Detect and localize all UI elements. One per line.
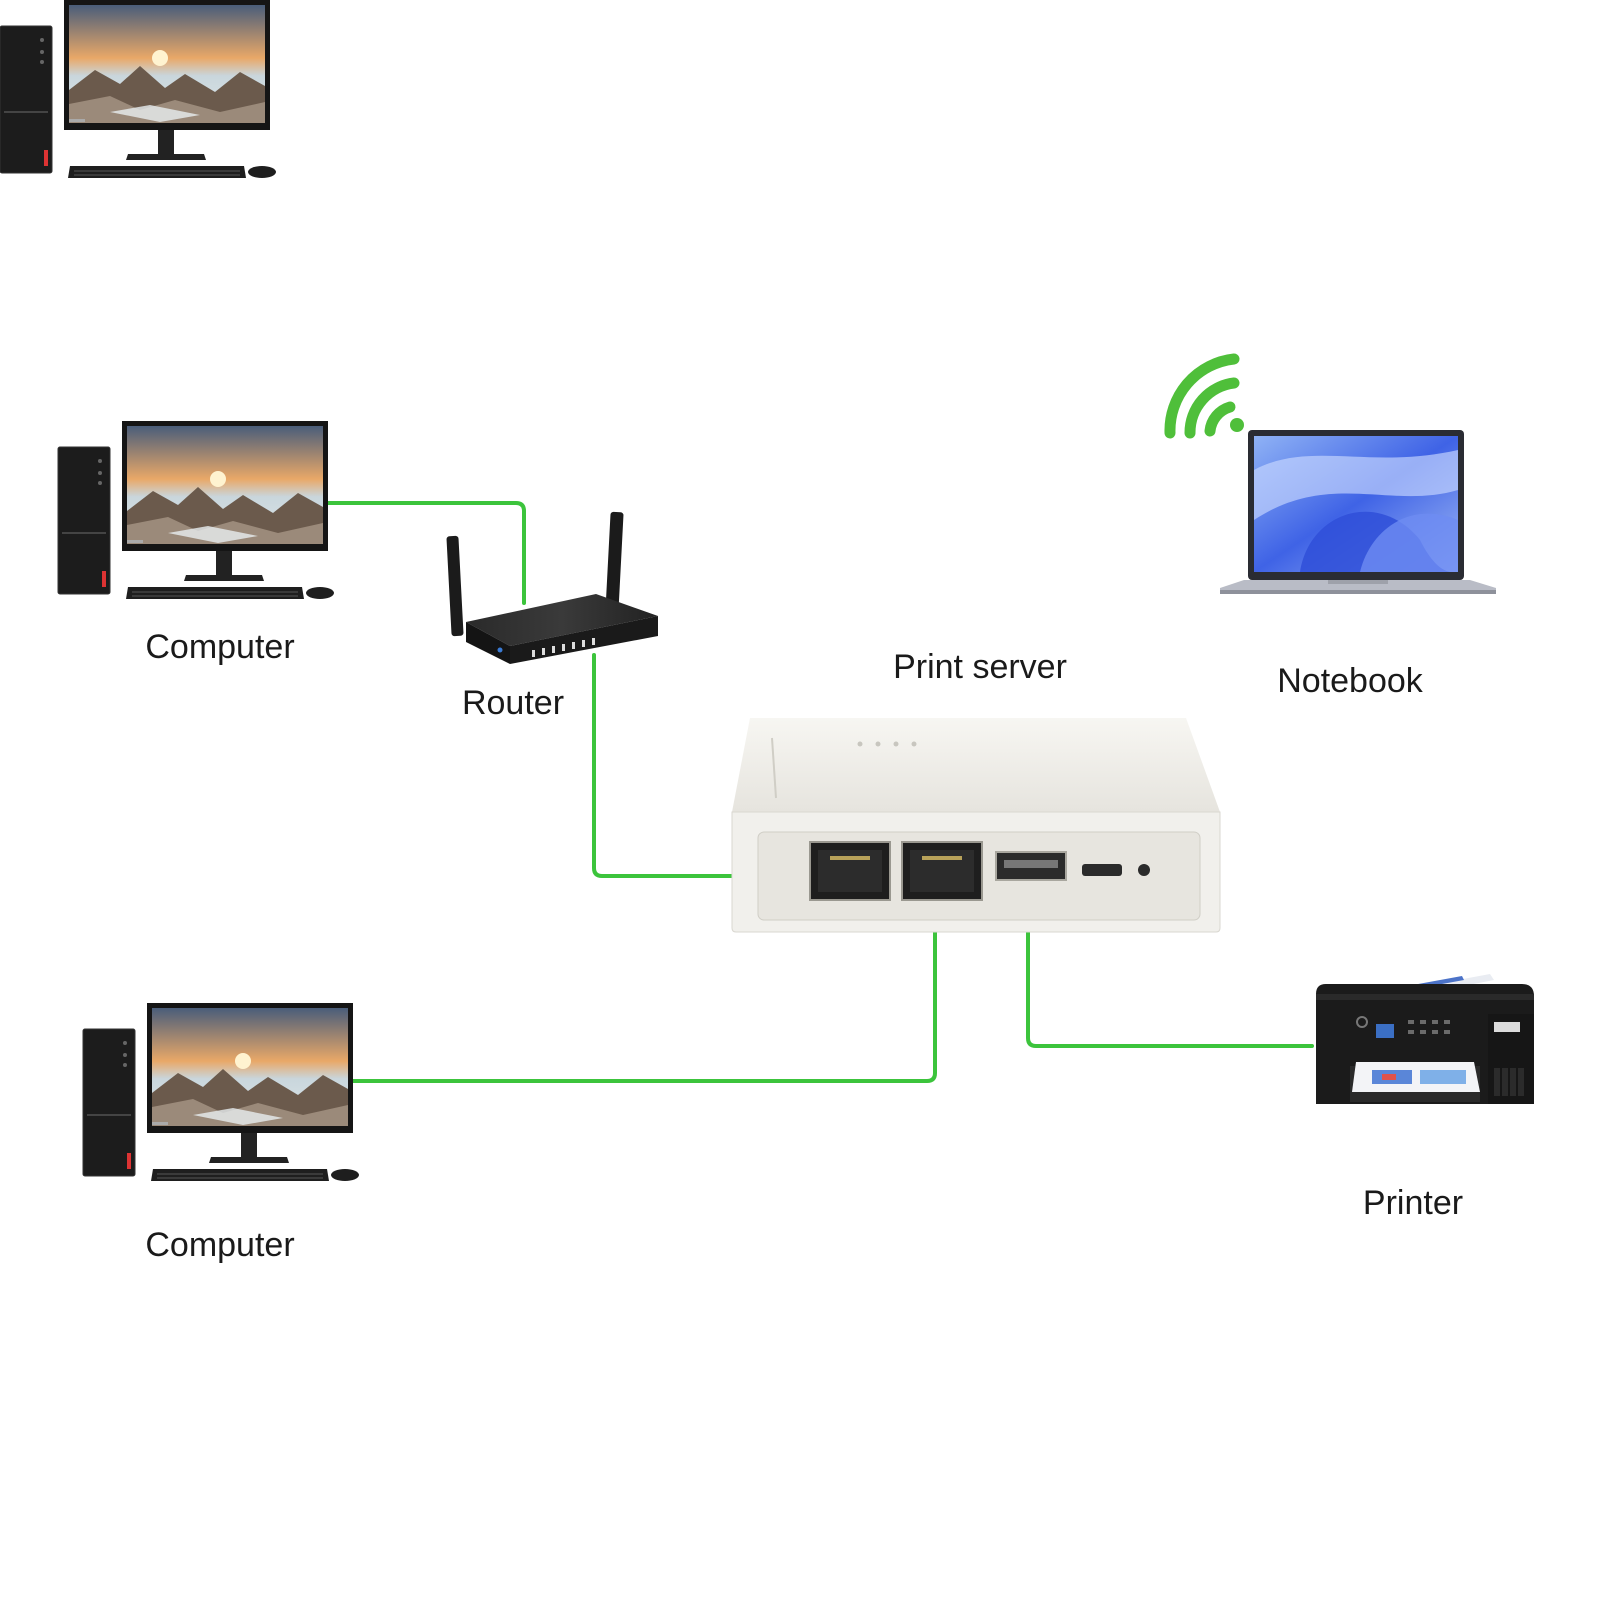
cable-printserver-printer	[1026, 896, 1314, 1048]
label-print-server: Print server	[893, 648, 1067, 686]
laptop-icon	[1220, 430, 1496, 594]
label-notebook: Notebook	[1277, 662, 1423, 700]
cable-printserver-computer	[350, 901, 937, 1083]
label-printer: Printer	[1362, 1184, 1464, 1222]
cable-router-printserver	[592, 653, 822, 878]
printer-icon	[1316, 974, 1534, 1104]
cables	[324, 501, 1314, 1083]
print-server-icon	[731, 718, 1221, 933]
cable-computer-router	[324, 501, 526, 605]
label-computer-top: Computer	[145, 628, 295, 666]
wifi-icon	[1164, 353, 1244, 439]
label-router: Router	[461, 684, 565, 722]
label-computer-bottom: Computer	[145, 1226, 295, 1264]
router-icon	[446, 511, 658, 664]
